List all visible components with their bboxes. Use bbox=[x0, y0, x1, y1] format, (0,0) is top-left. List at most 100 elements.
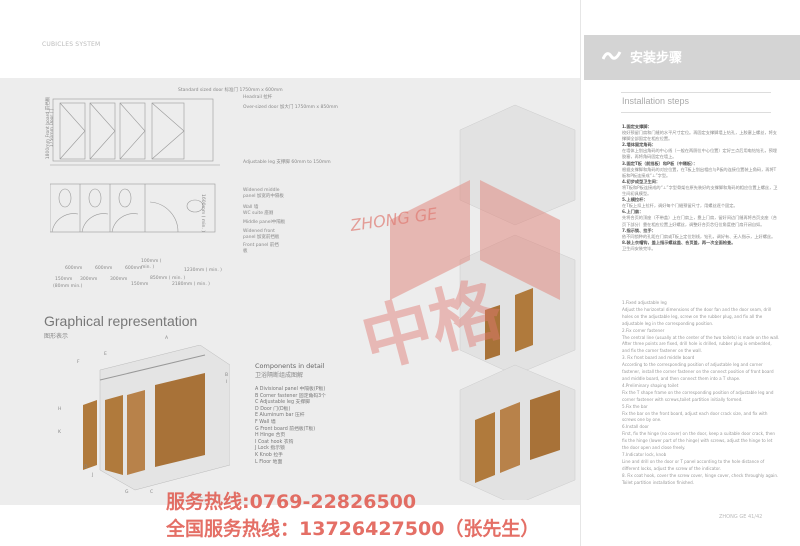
step-text: 将T板和P板连接成的“⊥”字型骨架在原先装好的支撑脚和角码的相应位置上螺丝，卫生… bbox=[622, 184, 778, 197]
step-heading: 6.上门扇： bbox=[622, 209, 644, 215]
dim: 1230mm ( min. ) bbox=[184, 268, 222, 273]
step-en: 3. Fix front board and middle board bbox=[622, 355, 695, 361]
component-item: C Adjustable leg 支撑脚 bbox=[255, 400, 310, 406]
callout-letter: H bbox=[58, 407, 62, 412]
component-item: K Knob 拉手 bbox=[255, 452, 283, 458]
step-text: 根据支撑脚和角码的对应位置，在T板上划出相应与P板的连接位置装上角码，再将T板和… bbox=[622, 166, 777, 178]
plan-label: 1600mm ( min. ) bbox=[199, 194, 205, 232]
plan-label: Front panel 前挡板 bbox=[243, 243, 279, 254]
step-text: 在T板上扣上拉杆，调好每个门缝预留尺寸，用螺丝逐个固定。 bbox=[622, 203, 738, 209]
component-item: J Lock 指示锁 bbox=[255, 446, 285, 452]
dim: 150mm bbox=[131, 282, 149, 287]
component-item: D Door 门(D板) bbox=[255, 406, 291, 412]
plan-drawing bbox=[50, 183, 216, 233]
section-header: 安装步骤 bbox=[584, 35, 800, 80]
step-en: 7.Indicator lock, knob bbox=[622, 451, 667, 457]
national-hotline: 全国服务热线：13726427500（张先生） bbox=[166, 518, 540, 540]
dim: 150mm bbox=[55, 277, 73, 282]
graph-title: Graphical representation bbox=[44, 313, 198, 329]
components-title: Components in detail bbox=[255, 362, 325, 370]
plan-label: Wall 墙 bbox=[243, 205, 259, 210]
step-heading: 1.固定支撑脚： bbox=[622, 124, 652, 129]
component-item: F Wall 墙 bbox=[255, 419, 276, 425]
callout-letter: K bbox=[58, 430, 61, 435]
step-en: The central line (usually at the center … bbox=[622, 334, 780, 354]
step-text: 校好预留门扇和门缝的水平尺寸定位。再固定支撑脚墙上钻孔，上胶塞上螺丝，将支撑脚全… bbox=[622, 130, 777, 142]
step-heading: 4.初步成型卫生间： bbox=[622, 178, 661, 184]
cubicle-3d-illustration bbox=[83, 345, 230, 491]
step-heading: 7.指示锁、拉手： bbox=[622, 227, 656, 233]
elev-label: Over-sized door 加大门 1750mm x 850mm bbox=[243, 105, 338, 110]
callout-letter: G bbox=[125, 490, 129, 495]
elev-label: Headrail 拉杆 bbox=[243, 95, 273, 100]
component-item: H Hinge 合页 bbox=[255, 433, 286, 439]
callout-letter: J bbox=[92, 473, 94, 478]
step-en: 5.Fix the bar bbox=[622, 403, 648, 409]
right-page: 安装步骤 Installation steps 1.固定支撑脚：校好预留门扇和门… bbox=[580, 0, 800, 546]
step-en: Line and drill on the door or T panel ac… bbox=[622, 458, 765, 471]
dim: 600mm bbox=[125, 266, 143, 271]
plan-label: WC suite 座厕 bbox=[243, 211, 274, 216]
callout-letter: E bbox=[104, 352, 107, 357]
section-title: 安装步骤 bbox=[630, 51, 683, 66]
step-heading: 5.上横拉杆： bbox=[622, 197, 648, 203]
step-heading: 2.墙体固定角码： bbox=[622, 142, 656, 148]
step-heading: 8.装上衣帽钩，盖上指示螺丝盖、合页盖，再一次全面检查。 bbox=[622, 239, 736, 245]
step-text: 先将合页的顶座（不带盖）上在门扇上，靠上门扇，留好间边门缝再将合页支座（合页下部… bbox=[622, 215, 777, 227]
dim: 100mm ( min. ) bbox=[141, 259, 162, 270]
step-text: 在墙体上划出角码的中心线（一般在两厕位中心位置）定好三点后用电钻钻孔，预埋胶塞，… bbox=[622, 148, 777, 160]
dim: 300mm bbox=[110, 277, 128, 282]
components-subtitle: 卫浴隔断组成图解 bbox=[255, 372, 304, 379]
step-en: 4.Preliminary shaping toilet bbox=[622, 382, 679, 388]
callout-letter: F bbox=[77, 360, 80, 365]
step-text: 依不同锁种的孔距在门扇或T板上定位划线，钻孔，调好有、无人指示，上好螺丝。 bbox=[622, 233, 776, 239]
component-item: G Front board 前挡板(T板) bbox=[255, 426, 316, 432]
left-page: CUBICLES SYSTEM Standard sized door 标准门 … bbox=[0, 41, 580, 505]
step-en: First, fix the hinge (no cover) on the d… bbox=[622, 431, 775, 451]
callout-letter: C bbox=[150, 490, 154, 495]
step-en: 2.Fix corner fastener bbox=[622, 327, 665, 333]
steps-chinese: 1.固定支撑脚：校好预留门扇和门缝的水平尺寸定位。再固定支撑脚墙上钻孔，上胶塞上… bbox=[622, 124, 780, 252]
callout-letter: A bbox=[165, 336, 169, 341]
step-text: 卫生间安装完毕。 bbox=[622, 245, 656, 251]
component-item: L Floor 地面 bbox=[255, 459, 283, 465]
plan-label: Widened front panel 加宽前挡板 bbox=[243, 229, 280, 240]
component-item: B Corner fastener 固定角码3个 bbox=[255, 393, 326, 399]
installation-subtitle: Installation steps bbox=[622, 96, 690, 106]
service-hotline: 服务热线:0769-22826500 bbox=[166, 491, 417, 513]
callout-letter: I bbox=[226, 380, 228, 385]
step-en: Fix the T shape frame on the correspondi… bbox=[622, 389, 774, 402]
dim: 300mm bbox=[80, 277, 98, 282]
plan-label: Widened middle panel 加宽的中隔板 bbox=[243, 188, 284, 199]
graph-subtitle: 图形表示 bbox=[44, 333, 69, 340]
series-title: CUBICLES SYSTEM bbox=[42, 41, 101, 48]
callout-letter: L bbox=[200, 495, 203, 500]
plan-label: Middle panel中隔板 bbox=[243, 220, 286, 225]
installation-illustrations bbox=[459, 104, 576, 500]
elev-label: Adjustable leg 支撑脚 60mm to 150mm bbox=[243, 160, 331, 165]
callout-letter: B bbox=[225, 373, 229, 378]
step-en: According to the corresponding position … bbox=[622, 362, 774, 381]
dim: 600mm bbox=[95, 266, 113, 271]
step-en: 1.Fixed adjustable leg bbox=[622, 300, 667, 305]
elev-label: Standard sized door 标准门 1750mm x 600mm bbox=[178, 88, 283, 93]
component-item: I Coat hook 衣钩 bbox=[255, 439, 294, 445]
component-item: A Divisional panel 中隔板(P板) bbox=[255, 387, 326, 392]
components-legend: Components in detail 卫浴隔断组成图解 A Division… bbox=[255, 362, 326, 466]
callout-letter: D bbox=[84, 465, 88, 470]
dim: 2180mm ( min. ) bbox=[172, 282, 210, 287]
brand-wave-icon bbox=[602, 51, 622, 60]
component-item: E Aluminum bar 压杆 bbox=[255, 413, 305, 419]
divider bbox=[621, 92, 771, 93]
step-heading: 3.固定T板（前挡板）和P板（中隔板）： bbox=[622, 160, 698, 166]
dim: 600mm bbox=[65, 266, 83, 271]
step-en: 6.Install door bbox=[622, 424, 649, 430]
step-en: Fix the bar on the front board, adjust e… bbox=[622, 410, 768, 423]
step-en: 8. Fix coat hook, cover the screw cover,… bbox=[622, 472, 779, 485]
elevation-drawing bbox=[50, 98, 220, 166]
elev-label: 1750mm Door 门 bbox=[50, 108, 56, 148]
step-en: Adjust the horizontal dimensions of the … bbox=[622, 306, 772, 326]
dim: (80mm min.) bbox=[53, 284, 83, 289]
dim: 850mm ( min. ) bbox=[150, 276, 186, 281]
